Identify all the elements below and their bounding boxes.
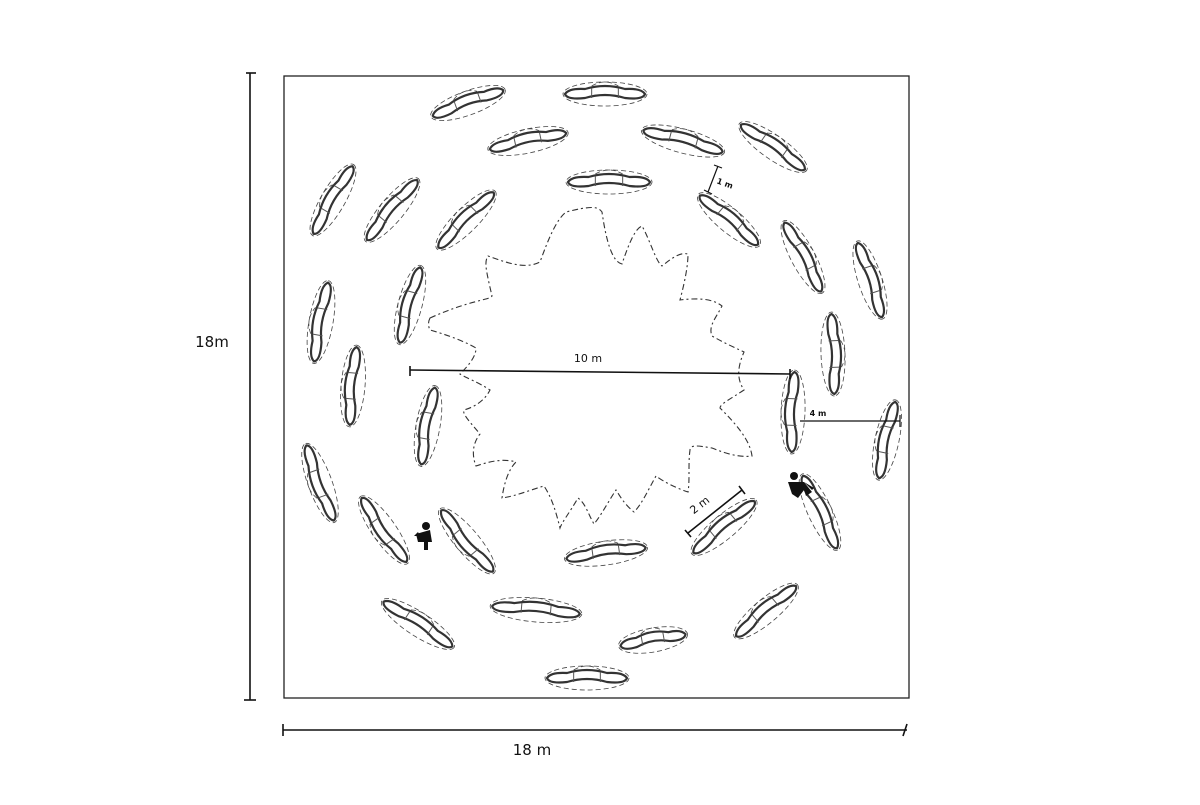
- bench-body: [642, 123, 724, 156]
- bench-group: [294, 78, 907, 690]
- dimension-height: 18m: [195, 73, 256, 700]
- ring-gap-label: 4 m: [810, 409, 827, 418]
- bench-body: [342, 346, 361, 425]
- bench-body: [565, 86, 645, 99]
- bench: [733, 114, 814, 181]
- bench-body: [738, 118, 809, 173]
- bench: [356, 171, 427, 249]
- bench: [485, 121, 570, 162]
- center-span-label: 10 m: [574, 352, 602, 365]
- bench-body: [430, 83, 505, 120]
- bench: [791, 469, 848, 555]
- bench: [563, 535, 650, 570]
- bench-body: [784, 372, 799, 452]
- bench: [431, 501, 503, 581]
- site-boundary: [284, 76, 909, 698]
- bench-body: [435, 507, 496, 576]
- dimension-width: 18 m: [283, 724, 907, 759]
- bench: [302, 279, 340, 366]
- central-open-space: [429, 208, 753, 529]
- bench: [773, 215, 833, 299]
- bench-body: [799, 472, 844, 550]
- bench: [409, 384, 447, 469]
- bench: [638, 118, 727, 163]
- bench: [545, 666, 629, 690]
- bench-body: [299, 444, 338, 523]
- bench: [302, 158, 364, 241]
- bench: [563, 82, 647, 106]
- bench: [427, 78, 509, 128]
- bench: [727, 575, 805, 646]
- bench-body: [827, 314, 842, 394]
- bench-body: [619, 626, 686, 650]
- bench: [489, 594, 583, 626]
- bench-body: [565, 540, 646, 564]
- bench-body: [568, 174, 650, 187]
- bench: [429, 183, 504, 258]
- bench: [375, 591, 460, 658]
- bench-body: [488, 125, 567, 153]
- bench-body: [697, 189, 763, 247]
- bench-body: [731, 580, 799, 640]
- bench: [820, 312, 847, 397]
- bench-body: [547, 670, 627, 683]
- bench-body: [871, 400, 899, 479]
- dimension-center-span: 10 m: [410, 352, 790, 379]
- bench-body: [492, 598, 581, 618]
- bench-body: [306, 281, 332, 362]
- bench-body: [433, 187, 497, 251]
- height-label: 18m: [195, 333, 229, 351]
- bench: [691, 185, 768, 255]
- bench-spacing-label: 1 m: [715, 177, 734, 191]
- bench: [867, 397, 908, 482]
- bench: [337, 344, 368, 428]
- bench-body: [361, 175, 421, 243]
- bench-body: [307, 162, 357, 236]
- bench: [780, 370, 807, 455]
- bench: [616, 622, 689, 658]
- bench-body: [854, 240, 890, 318]
- bench: [846, 237, 894, 322]
- bench: [566, 170, 652, 194]
- person-figure-left: [414, 522, 432, 550]
- bench-body: [381, 595, 457, 650]
- bench-body: [413, 386, 439, 465]
- bench-body: [781, 219, 829, 294]
- bench-length-label: 2 m: [687, 494, 712, 517]
- bench: [351, 490, 418, 571]
- dimension-bench-spacing: 1 m: [704, 165, 734, 194]
- width-label: 18 m: [513, 741, 551, 759]
- bench: [294, 439, 345, 526]
- bench-body: [355, 495, 410, 566]
- bench: [388, 262, 432, 347]
